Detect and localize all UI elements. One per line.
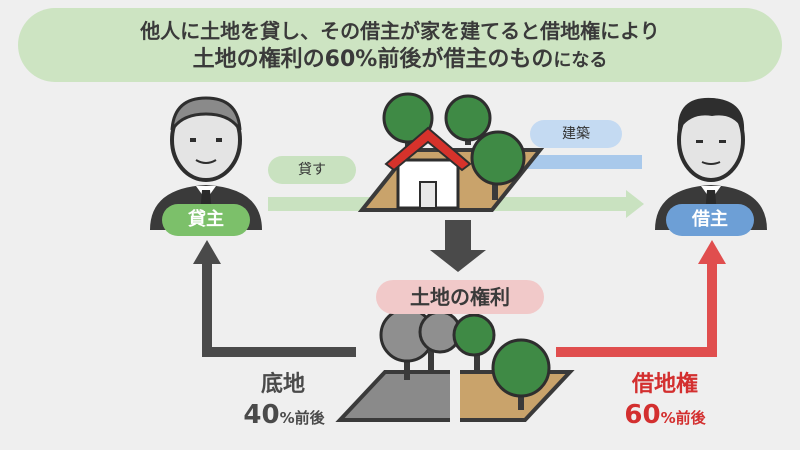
shakuchiken-percent: 60%前後 <box>600 400 730 430</box>
title-line-2b: 60%前後が借主のもの <box>324 47 554 72</box>
land-rights-label: 土地の権利 <box>376 280 544 314</box>
lend-action-label: 貸す <box>268 156 356 184</box>
down-arrow-head <box>430 250 486 272</box>
shakuchiken-percent-unit: %前後 <box>660 409 706 427</box>
shakuchiken-arrow-head <box>698 240 726 264</box>
split-land-illustration <box>335 307 575 425</box>
sokochi-arrow-head <box>193 240 221 264</box>
build-action-label: 建築 <box>530 120 622 148</box>
shakuchiken-label: 借地権 <box>631 372 698 397</box>
sokochi-percent-unit: %前後 <box>279 409 325 427</box>
title-line-2a: 土地の権利の <box>192 47 325 72</box>
title-line-1: 他人に土地を貸し、その借主が家を建てると借地権により <box>140 19 660 43</box>
shakuchiken-percent-value: 60 <box>624 400 661 430</box>
title-line-2: 土地の権利の60%前後が借主のものになる <box>18 46 782 75</box>
sokochi-label: 底地 <box>260 372 305 397</box>
shakuchiken-arrow-line <box>556 262 717 357</box>
title-line-2c: になる <box>553 50 608 71</box>
borrower-label: 借主 <box>666 204 754 236</box>
sokochi-arrow-line <box>202 262 356 357</box>
lender-label: 貸主 <box>162 204 250 236</box>
sokochi-percent-value: 40 <box>243 400 280 430</box>
sokochi-percent: 40%前後 <box>224 400 344 430</box>
house-land-illustration <box>357 92 545 212</box>
down-arrow-shaft <box>445 220 471 250</box>
lend-arrow-head <box>626 190 644 218</box>
title-banner: 他人に土地を貸し、その借主が家を建てると借地権により 土地の権利の60%前後が借… <box>18 8 782 82</box>
